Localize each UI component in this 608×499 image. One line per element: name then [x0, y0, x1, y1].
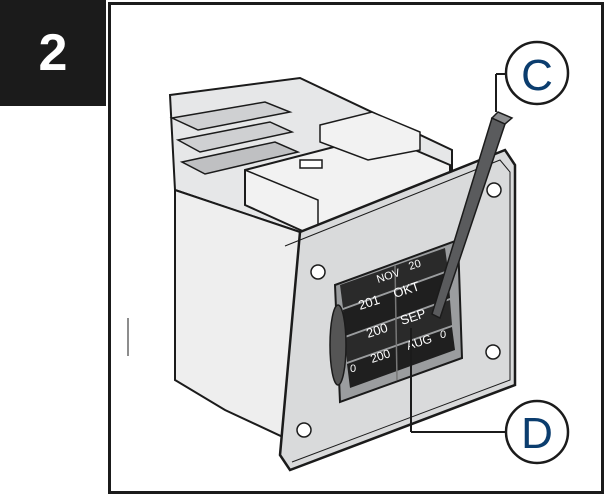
screw	[310, 264, 326, 280]
callout-circle-c	[504, 40, 570, 106]
screw	[296, 422, 312, 438]
step-number: 2	[38, 24, 68, 82]
wheel-row1-text2: 20	[407, 258, 422, 273]
adjustment-tool	[431, 111, 514, 320]
wheel-row2-text1: 201	[356, 292, 381, 313]
callout-letter-c: C	[521, 51, 553, 100]
device-housing	[127, 76, 453, 447]
wheel-side-digit: 0	[350, 363, 356, 375]
callout-letter-d: D	[521, 409, 553, 458]
callout-circle-d	[504, 399, 570, 465]
wheel-row4-text1: 200	[369, 346, 393, 366]
wheel-side-digit: 0	[440, 329, 446, 341]
date-wheels: NOV 20 201 OKT 200 SEP 200 AUG 0 0	[329, 248, 455, 388]
step-number-badge: 2	[0, 0, 106, 106]
callout-d: D	[410, 328, 570, 465]
wheel-row3-text1: 200	[364, 320, 389, 341]
illustration-frame	[108, 2, 604, 494]
screw	[486, 182, 502, 198]
screw	[485, 344, 501, 360]
callout-c: C	[495, 40, 570, 112]
